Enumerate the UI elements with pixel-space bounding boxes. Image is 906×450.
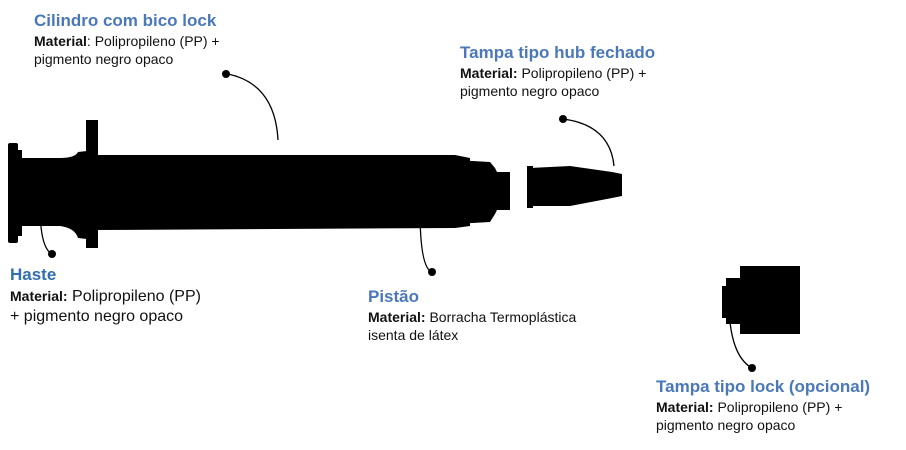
- title-haste: Haste: [10, 265, 57, 284]
- pistao-part: [412, 158, 458, 226]
- label-haste: Haste Material: Polipropileno (PP) + pig…: [10, 264, 201, 327]
- material-tampa-hub: Material: Polipropileno (PP) +: [460, 65, 647, 82]
- dot-cilindro: [222, 70, 230, 78]
- title-tampa-lock: Tampa tipo lock (opcional): [656, 377, 871, 396]
- title-pistao: Pistão: [368, 287, 420, 306]
- label-cilindro: Cilindro com bico lock Material: Polipro…: [34, 10, 220, 68]
- leader-cilindro: [227, 73, 279, 141]
- material-haste: Material: Polipropileno (PP): [10, 288, 201, 306]
- tampa-lock-part: [722, 266, 800, 334]
- material-cilindro-line2: pigmento negro opaco: [34, 50, 174, 67]
- dot-tampa-hub: [559, 115, 567, 123]
- leader-tampa-hub: [562, 118, 615, 167]
- material-haste-line2: + pigmento negro opaco: [10, 308, 184, 326]
- material-pistao: Material: Borracha Termoplástica: [368, 309, 577, 326]
- leader-dots: [48, 70, 756, 372]
- label-pistao: Pistão Material: Borracha Termoplástica …: [368, 286, 576, 344]
- cilindro-part: [86, 120, 510, 248]
- material-pistao-line2: isenta de látex: [368, 326, 459, 343]
- tampa-hub-part: [527, 166, 622, 208]
- title-tampa-hub: Tampa tipo hub fechado: [460, 43, 656, 62]
- label-tampa-lock: Tampa tipo lock (opcional) Material: Pol…: [656, 376, 870, 434]
- title-cilindro: Cilindro com bico lock: [34, 11, 217, 30]
- material-cilindro: Material: Polipropileno (PP) +: [34, 33, 220, 50]
- haste-part: [8, 143, 96, 243]
- dot-tampa-lock: [748, 364, 756, 372]
- material-tampa-lock-line2: pigmento negro opaco: [656, 416, 796, 433]
- label-tampa-hub: Tampa tipo hub fechado Material: Polipro…: [460, 42, 655, 100]
- dot-pistao: [428, 268, 436, 276]
- material-tampa-lock: Material: Polipropileno (PP) +: [656, 399, 843, 416]
- material-tampa-hub-line2: pigmento negro opaco: [460, 82, 600, 99]
- dot-haste: [48, 250, 56, 258]
